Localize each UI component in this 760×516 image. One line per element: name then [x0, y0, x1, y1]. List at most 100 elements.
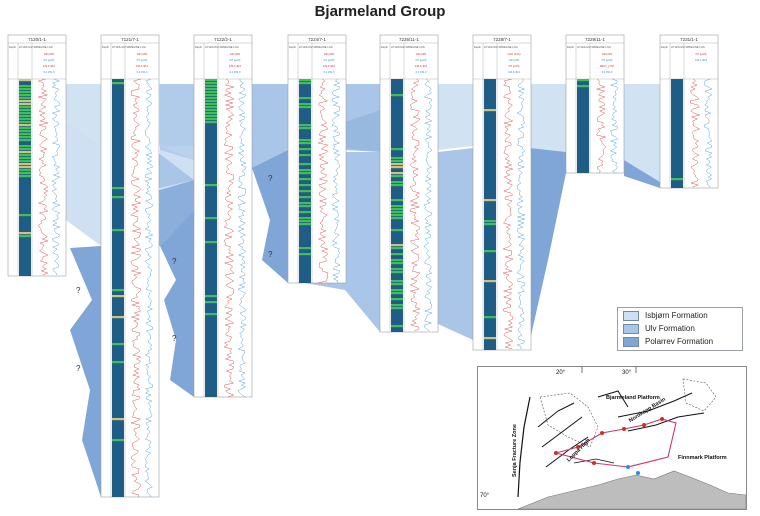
lithology-band: [19, 175, 31, 178]
lithology-header: LITHOLOGY: [577, 45, 592, 49]
depth-header: Depth: [661, 45, 668, 49]
question-mark: ?: [172, 334, 177, 343]
lithology-band: [19, 130, 31, 133]
log-track-header: 0.0 150.0: [137, 70, 148, 74]
lithology-band: [205, 100, 217, 103]
isbjorn-formation-band: [66, 120, 101, 246]
well-name: 7120/1-1: [28, 37, 46, 42]
lithology-band: [391, 148, 403, 151]
lithology-band: [112, 229, 124, 232]
lithology-band: [19, 163, 31, 166]
lithology-band: [391, 94, 403, 97]
lithology-band: [299, 217, 311, 220]
log-track-header: 140.0 40.0: [323, 64, 336, 68]
dt-log-curve: [331, 78, 341, 284]
well-name: 7226/11-1: [399, 37, 419, 42]
lithology-band: [391, 325, 403, 328]
lithology-header: LITHOLOGY: [484, 45, 499, 49]
lithology-band: [19, 127, 31, 130]
lithology-band: [205, 295, 217, 298]
polarrev-formation-band: [345, 110, 380, 152]
lithology-band: [19, 112, 31, 115]
legend-swatch: [623, 310, 639, 321]
lithology-band: [112, 187, 124, 190]
lithology-band: [299, 205, 311, 208]
lithology-band: [391, 289, 403, 292]
depth-header: Depth: [102, 45, 109, 49]
lithology-band: [205, 184, 217, 187]
lithology-band: [299, 139, 311, 142]
depth-header: Depth: [289, 45, 296, 49]
log-track-header: 0.0 150.0: [416, 70, 427, 74]
lithology-band: [391, 253, 403, 256]
lithology-band: [299, 202, 311, 205]
lithology-band: [205, 85, 217, 88]
lithology-band: [484, 223, 496, 226]
depth-header: Depth: [195, 45, 202, 49]
log-track-header: GR (API): [602, 52, 613, 56]
map-label-senja: Senja Fracture Zone: [512, 424, 518, 477]
log-track-header: 140.0 40.0: [136, 64, 149, 68]
lithology-band: [299, 127, 311, 130]
lithology-column: [19, 79, 31, 276]
question-mark: ?: [76, 286, 81, 295]
lithology-band: [299, 220, 311, 223]
lithology-band: [112, 343, 124, 346]
map-lon-label: 30°: [622, 370, 632, 376]
map-lon-label: 20°: [556, 370, 566, 376]
lithology-band: [391, 211, 403, 214]
lithology-band: [19, 94, 31, 97]
polarrev-formation-band: [160, 210, 194, 397]
well-name: 7122/2-1: [214, 37, 232, 42]
well-column: [7, 34, 67, 277]
location-map-drawing: [517, 367, 746, 509]
legend-swatch: [623, 323, 639, 334]
lithology-band: [299, 97, 311, 100]
lithology-band: [391, 298, 403, 301]
lithology-band: [19, 157, 31, 160]
legend-entry-isbjorn: Isbjørn Formation: [623, 310, 708, 322]
lithology-band: [205, 118, 217, 121]
dt-log-curve: [423, 78, 433, 332]
polarrev-formation-band: [530, 148, 566, 340]
legend-label: Ulv Formation: [645, 324, 695, 333]
wireline-header: WIRELINE LOG: [314, 45, 333, 49]
lithology-band: [299, 106, 311, 109]
wireline-header: WIRELINE LOG: [406, 45, 425, 49]
lithology-column: [671, 79, 683, 188]
lithology-band: [391, 280, 403, 283]
lithology-band: [299, 163, 311, 166]
polarrev-formation-band: [252, 150, 288, 283]
lithology-band: [19, 235, 31, 238]
lithology-band: [205, 91, 217, 94]
well-name: 7229/11-1: [585, 37, 605, 42]
log-track-header: DT (µs/ft): [44, 58, 55, 62]
lithology-column: [112, 79, 124, 497]
question-mark: ?: [172, 257, 177, 266]
map-label-bjarmeland: Bjarmeland Platform: [606, 395, 660, 401]
question-mark: ?: [268, 250, 273, 259]
lithology-band: [19, 172, 31, 175]
lithology-band: [19, 97, 31, 100]
lithology-band: [391, 199, 403, 202]
lithology-band: [484, 199, 496, 202]
lithology-band: [299, 148, 311, 151]
lithology-band: [299, 190, 311, 193]
lithology-band: [19, 214, 31, 217]
lithology-header: LITHOLOGY: [671, 45, 686, 49]
lithology-band: [391, 208, 403, 211]
ulv-formation-band: [438, 148, 473, 340]
lithology-band: [299, 82, 311, 85]
depth-header: Depth: [567, 45, 574, 49]
lithology-band: [391, 157, 403, 160]
lithology-band: [391, 271, 403, 274]
log-track-header: GR (API): [230, 52, 241, 56]
lithology-band: [112, 289, 124, 292]
legend-entry-ulv: Ulv Formation: [623, 323, 695, 335]
well-name: 7121/7-1: [121, 37, 139, 42]
polarrev-formation-band: [70, 246, 101, 497]
lithology-band: [299, 124, 311, 127]
lithology-band: [205, 106, 217, 109]
lithology-band: [484, 316, 496, 319]
lithology-band: [299, 178, 311, 181]
